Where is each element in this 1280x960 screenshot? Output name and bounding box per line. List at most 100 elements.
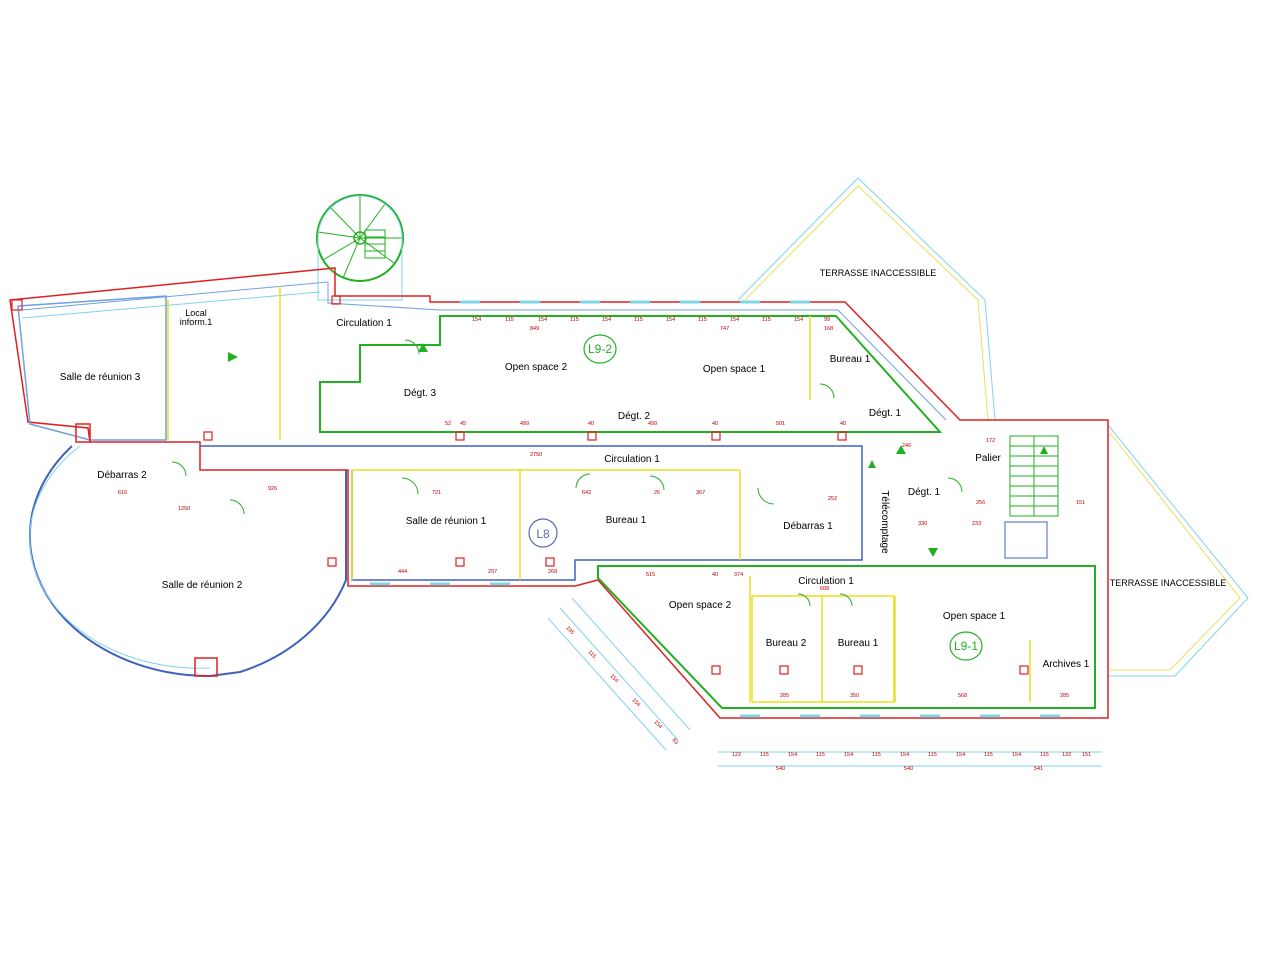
svg-text:285: 285 — [1060, 693, 1069, 699]
svg-text:52: 52 — [445, 421, 451, 427]
room-open-space-2-low: Open space 2 — [669, 600, 732, 611]
svg-text:115: 115 — [587, 649, 597, 660]
room-open-space-1-top: Open space 1 — [703, 364, 766, 375]
room-debarras-1: Débarras 1 — [783, 521, 833, 532]
svg-text:541: 541 — [1034, 766, 1043, 772]
zone-l8: L8 — [528, 518, 558, 548]
room-bureau-1-mid: Bureau 1 — [606, 515, 647, 526]
room-debarras-2: Débarras 2 — [97, 470, 147, 481]
zone-l9-2-label: L9-2 — [588, 342, 612, 356]
svg-text:154: 154 — [666, 317, 675, 323]
svg-text:115: 115 — [816, 752, 825, 758]
svg-text:154: 154 — [631, 697, 642, 708]
svg-text:172: 172 — [986, 438, 995, 444]
room-open-space-1-low: Open space 1 — [943, 611, 1006, 622]
salle-reunion-2-wall — [28, 445, 347, 678]
svg-text:2750: 2750 — [530, 452, 542, 458]
svg-text:26: 26 — [654, 490, 660, 496]
room-bureau-1-top: Bureau 1 — [830, 354, 871, 365]
top-dimension-row: 154 115 154 115 154 115 154 115 154 115 … — [472, 317, 833, 332]
svg-text:115: 115 — [698, 317, 707, 323]
svg-text:115: 115 — [762, 317, 771, 323]
svg-text:115: 115 — [634, 317, 643, 323]
svg-text:83: 83 — [671, 737, 680, 746]
svg-text:115: 115 — [505, 317, 514, 323]
room-degt-1-top: Dégt. 1 — [869, 408, 902, 419]
svg-text:256: 256 — [976, 500, 985, 506]
svg-text:115: 115 — [872, 752, 881, 758]
svg-text:616: 616 — [118, 490, 127, 496]
diagonal-dimension-strip — [547, 597, 691, 751]
svg-text:515: 515 — [646, 572, 655, 578]
svg-text:115: 115 — [984, 752, 993, 758]
degt2-dimension-row: 52 45 499 40 499 40 501 40 246 2750 — [445, 421, 911, 458]
svg-text:115: 115 — [760, 752, 769, 758]
svg-text:154: 154 — [609, 673, 620, 684]
room-local-inform-1-line1: Local — [185, 308, 207, 318]
svg-text:540: 540 — [776, 766, 785, 772]
svg-text:499: 499 — [648, 421, 657, 427]
svg-text:268: 268 — [548, 569, 557, 575]
svg-text:367: 367 — [696, 490, 705, 496]
scale-bar — [718, 751, 1102, 767]
svg-text:297: 297 — [488, 569, 497, 575]
room-bureau-1-low: Bureau 1 — [838, 638, 879, 649]
svg-text:154: 154 — [794, 317, 803, 323]
svg-text:374: 374 — [734, 572, 743, 578]
svg-text:168: 168 — [824, 326, 833, 332]
svg-text:568: 568 — [958, 693, 967, 699]
svg-text:115: 115 — [928, 752, 937, 758]
svg-text:115: 115 — [570, 317, 579, 323]
svg-text:444: 444 — [398, 569, 407, 575]
room-circulation-1-top: Circulation 1 — [336, 318, 392, 329]
svg-text:45: 45 — [460, 421, 466, 427]
columns — [11, 295, 1029, 675]
svg-text:926: 926 — [268, 486, 277, 492]
svg-text:40: 40 — [588, 421, 594, 427]
spiral-staircase — [316, 194, 404, 301]
terrace-north — [737, 177, 996, 421]
middle-dimension-row: 721 642 26 367 252 616 1250 926 — [118, 486, 837, 512]
svg-text:721: 721 — [432, 490, 441, 496]
svg-text:154: 154 — [730, 317, 739, 323]
terrace-north-label: TERRASSE INACCESSIBLE — [820, 268, 937, 278]
room-salle-reunion-1: Salle de réunion 1 — [406, 516, 487, 527]
svg-text:330: 330 — [918, 521, 927, 527]
svg-text:285: 285 — [780, 693, 789, 699]
doors — [171, 339, 963, 607]
svg-text:99: 99 — [824, 317, 830, 323]
svg-text:154: 154 — [788, 752, 797, 758]
svg-text:154: 154 — [538, 317, 547, 323]
room-open-space-2-top: Open space 2 — [505, 362, 568, 373]
room-circulation-1-low: Circulation 1 — [798, 576, 854, 587]
svg-text:608: 608 — [820, 586, 829, 592]
zone-l9-1: L9-1 — [949, 631, 983, 661]
salle-reunion-3-wall — [17, 295, 218, 677]
room-degt-1-mid: Dégt. 1 — [908, 487, 941, 498]
room-local-inform-1-line2: inform.1 — [180, 317, 213, 327]
svg-text:154: 154 — [472, 317, 481, 323]
room-salle-reunion-2: Salle de réunion 2 — [162, 580, 243, 591]
svg-text:233: 233 — [972, 521, 981, 527]
svg-text:1250: 1250 — [178, 506, 190, 512]
svg-text:246: 246 — [902, 443, 911, 449]
access-markers — [228, 343, 1048, 557]
svg-text:154: 154 — [653, 719, 664, 730]
svg-text:151: 151 — [1082, 752, 1091, 758]
windows — [370, 300, 1060, 718]
svg-text:252: 252 — [828, 496, 837, 502]
room-archives-1: Archives 1 — [1043, 659, 1090, 670]
zone-l9-1-label: L9-1 — [954, 639, 978, 653]
room-circulation-1-mid: Circulation 1 — [604, 454, 660, 465]
svg-text:154: 154 — [900, 752, 909, 758]
east-stairwell — [1004, 435, 1059, 559]
scale-bar-labels: 122 115 154 115 154 115 154 115 154 115 … — [732, 752, 1091, 772]
svg-text:154: 154 — [1012, 752, 1021, 758]
svg-text:501: 501 — [776, 421, 785, 427]
svg-text:40: 40 — [712, 572, 718, 578]
diagonal-dimension-labels: 195 115 154 154 154 83 — [565, 625, 680, 746]
building-walls — [9, 267, 1109, 719]
zone-l8-label: L8 — [536, 527, 550, 541]
svg-text:499: 499 — [520, 421, 529, 427]
